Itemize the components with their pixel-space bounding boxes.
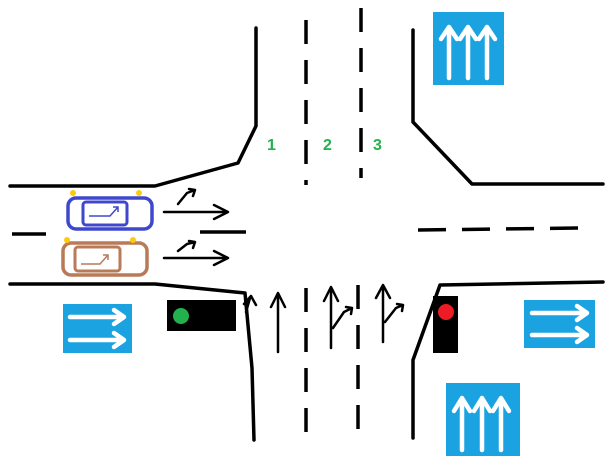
lane-label-3: 3 <box>373 137 382 154</box>
car-blue <box>66 190 154 231</box>
road-arrow-south-lane-0 <box>242 294 258 314</box>
road-arrow-south-lane-3 <box>374 283 405 344</box>
traffic-light-green <box>167 300 236 331</box>
lane-label-2: 2 <box>323 137 332 154</box>
sign-two-right-right <box>524 300 595 348</box>
lane-label-1: 1 <box>267 137 276 154</box>
road-edge-north-east <box>411 28 605 186</box>
road-arrow-south-lane-2 <box>322 285 354 350</box>
road-arrow-west-upper <box>162 187 230 221</box>
sign-two-right-left <box>63 304 132 353</box>
road-edge-south-west <box>8 282 256 442</box>
sign-three-straight-top <box>433 12 504 85</box>
road-edge-south-east <box>411 280 605 440</box>
traffic-light-red <box>433 296 458 353</box>
car-brown <box>61 237 149 277</box>
road-arrow-south-lane-1 <box>269 291 287 354</box>
lane-divider-east <box>417 226 581 232</box>
road-arrow-west-lower <box>162 239 230 267</box>
sign-three-straight-bottom <box>446 383 520 456</box>
car-blue-indicators <box>70 190 142 196</box>
car-brown-indicators <box>64 237 136 243</box>
road-edge-north-west <box>8 26 258 188</box>
